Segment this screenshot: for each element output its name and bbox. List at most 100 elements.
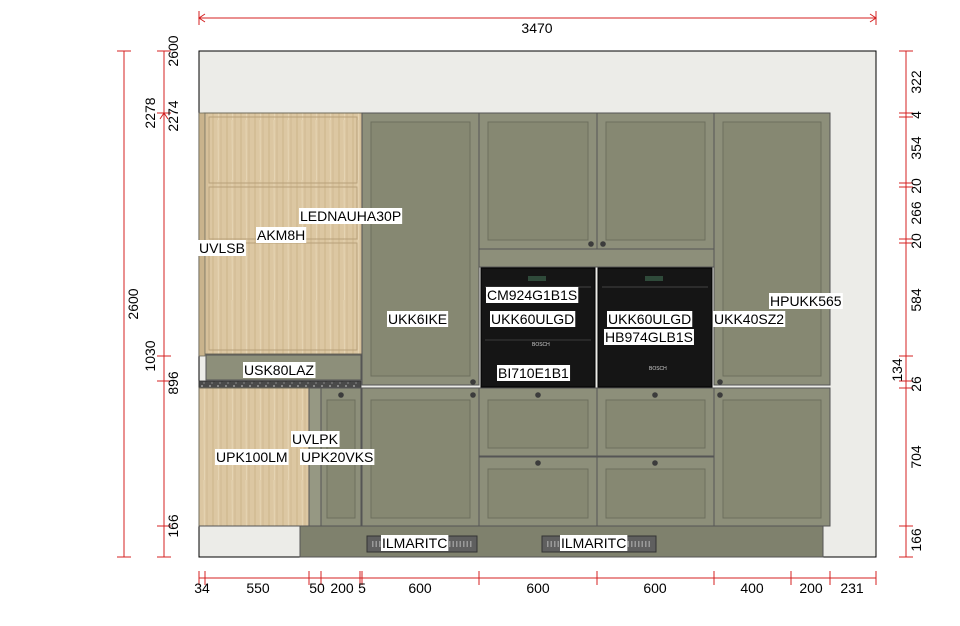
label-uvlsb-text: UVLSB [199, 240, 245, 256]
oven-right-display [645, 276, 663, 281]
dim-left-tall-unit: 2278 [142, 97, 158, 128]
label-cm924: CM924G1B1S [486, 287, 579, 303]
label-upk100-text: UPK100LM [216, 449, 288, 465]
oven-left-brand: BOSCH [532, 342, 550, 348]
label-uvlpk: UVLPK [291, 431, 340, 447]
label-uvlpk-text: UVLPK [292, 431, 339, 447]
label-bi710: BI710E1B1 [497, 365, 571, 381]
label-vent-left: ILMARITC [381, 535, 449, 551]
base-door-1-knob [470, 392, 476, 398]
dim-left-tall-inner: 2274 [165, 100, 181, 131]
dim-right-height: 4 [908, 111, 924, 119]
product-labels: LEDNAUHA30P AKM8H UVLSB USK80LAZ UVLPK U… [198, 208, 843, 551]
dim-right-height: 134 [889, 358, 905, 382]
base-door-1-panel [370, 399, 471, 519]
dim-bottom-width: 400 [740, 580, 764, 596]
label-ukk40-text: UKK40SZ2 [714, 311, 784, 327]
label-ukk6ike-text: UKK6IKE [388, 311, 447, 327]
base-door-narrow-knob [338, 392, 344, 398]
dim-left-base: 896 [165, 371, 181, 395]
dim-left-top: 2600 [165, 35, 181, 66]
upper-door-right-panel [605, 121, 706, 241]
dim-bottom-width: 5 [358, 580, 366, 596]
label-cm924-text: CM924G1B1S [487, 287, 577, 303]
label-uvlsb: UVLSB [198, 240, 246, 256]
drawer-bottom-right-panel [605, 468, 706, 519]
dim-bottom-width: 600 [526, 580, 550, 596]
drawer-bottom-right-knob [652, 460, 658, 466]
wood-tall-inner-top [208, 116, 358, 184]
dim-bottom-width: 50 [309, 580, 325, 596]
countertop [198, 380, 362, 389]
drawer-bottom-left-knob [535, 460, 541, 466]
label-akm: AKM8H [256, 227, 307, 243]
label-upk20: UPK20VKS [300, 449, 375, 465]
dim-right-height: 26 [908, 376, 924, 392]
label-vent-right-text: ILMARITC [561, 535, 626, 551]
dim-bottom-width: 200 [330, 580, 354, 596]
upper-door-left-knob [588, 241, 594, 247]
dim-bottom-width: 600 [408, 580, 432, 596]
dim-right-height: 20 [908, 233, 924, 249]
dim-bottom-width: 600 [643, 580, 667, 596]
label-ukk60-left: UKK60ULGD [490, 311, 576, 327]
oven-right-brand: BOSCH [649, 366, 667, 372]
dim-right-height: 266 [908, 201, 924, 225]
dim-right-height: 584 [908, 288, 924, 312]
label-hpukk: HPUKK565 [769, 293, 843, 309]
drawer-top-left-panel [487, 399, 589, 449]
dim-right-height: 704 [908, 445, 924, 469]
dim-right-height: 354 [908, 136, 924, 160]
label-ukk40: UKK40SZ2 [713, 311, 786, 327]
tall-door-ukk40-knob [717, 379, 723, 385]
dimension-lines [117, 11, 913, 585]
base-door-right-panel [722, 399, 822, 519]
drawer-bottom-left-panel [487, 468, 589, 519]
dim-bottom-width: 231 [840, 580, 864, 596]
label-ukk6ike: UKK6IKE [387, 311, 449, 327]
base-door-right-knob [717, 392, 723, 398]
label-upk20-text: UPK20VKS [301, 449, 373, 465]
drawer-top-left-knob [535, 392, 541, 398]
dim-right-height: 20 [908, 178, 924, 194]
label-akm-text: AKM8H [257, 227, 305, 243]
dim-bottom-width: 550 [246, 580, 270, 596]
label-hb974-text: HB974GLB1S [605, 329, 693, 345]
dim-left-overall: 2600 [125, 288, 141, 319]
dim-left-upper-start: 1030 [142, 340, 158, 371]
tall-door-ukk6ike-knob [470, 379, 476, 385]
dim-bottom-widths: 34 550 50 200 5 600 600 600 400 200 231 [194, 580, 864, 596]
oven-right: BOSCH [597, 267, 713, 388]
label-usk: USK80LAZ [243, 362, 316, 378]
tall-door-ukk40-panel [722, 121, 822, 377]
label-led-light: LEDNAUHA30P [299, 208, 403, 224]
label-vent-right: ILMARITC [560, 535, 628, 551]
dim-bottom-width: 200 [799, 580, 823, 596]
dim-right-heights: 322 4 354 20 266 20 584 134 26 704 166 [889, 70, 924, 552]
label-led-light-text: LEDNAUHA30P [300, 208, 401, 224]
label-ukk60-right-text: UKK60ULGD [608, 311, 691, 327]
label-usk-text: USK80LAZ [244, 362, 314, 378]
dim-total-width: 3470 [521, 20, 552, 36]
label-bi710-text: BI710E1B1 [498, 365, 569, 381]
upper-door-left-panel [487, 121, 589, 241]
label-hpukk-text: HPUKK565 [770, 293, 842, 309]
oven-left-display [528, 276, 546, 281]
drawer-top-right-panel [605, 399, 706, 449]
label-vent-left-text: ILMARITC [382, 535, 447, 551]
tall-door-ukk6ike-panel [370, 121, 471, 377]
label-hb974: HB974GLB1S [604, 329, 694, 345]
dim-left-heights: 2600 2600 2278 2274 1030 896 166 [125, 35, 181, 537]
dim-bottom-width: 34 [194, 580, 210, 596]
label-ukk60-right: UKK60ULGD [607, 311, 693, 327]
wood-tall-side [198, 112, 206, 357]
dim-right-height: 322 [908, 70, 924, 94]
label-ukk60-left-text: UKK60ULGD [491, 311, 574, 327]
dim-right-height: 166 [908, 528, 924, 552]
oven-top-strip [478, 248, 715, 268]
label-upk100: UPK100LM [215, 449, 289, 465]
oven-right-body [597, 267, 713, 388]
drawer-top-right-knob [652, 392, 658, 398]
upper-door-right-knob [600, 241, 606, 247]
